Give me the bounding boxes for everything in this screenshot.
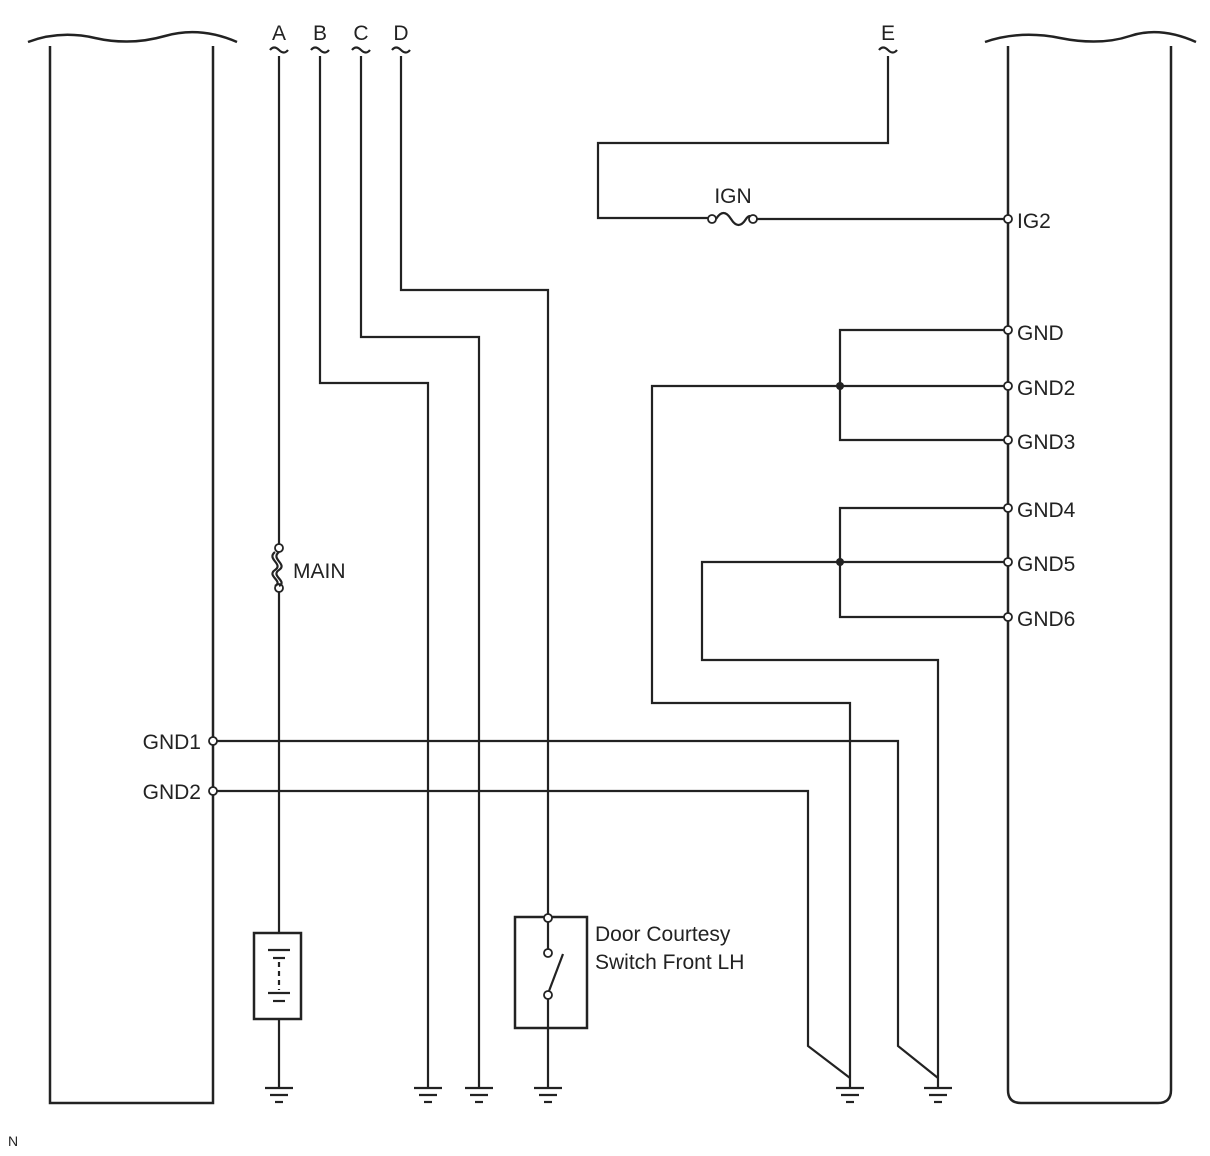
- terminal-ig2: IG2: [1017, 210, 1051, 233]
- ground-icon: [836, 1078, 864, 1104]
- wire-e: [596, 56, 890, 220]
- ground-icon: [414, 1086, 442, 1104]
- terminal-gnd6: GND6: [1017, 608, 1075, 631]
- wire-label-e: E: [881, 22, 895, 45]
- ign-fuse-label: IGN: [714, 185, 751, 208]
- ground-bus-lower: [700, 506, 1004, 1078]
- terminal-gnd3: GND3: [1017, 431, 1075, 454]
- wire-break-symbols: [269, 46, 898, 54]
- wire-c: [359, 56, 481, 1088]
- switch-label-line1: Door Courtesy: [595, 923, 731, 946]
- ground-icon: [534, 1086, 562, 1104]
- main-fuse: [271, 543, 284, 593]
- terminal-gnd2-right: GND2: [1017, 377, 1075, 400]
- wire-label-b: B: [313, 22, 327, 45]
- ground-bus-upper: [650, 328, 1004, 1078]
- ground-icon: [465, 1086, 493, 1104]
- main-fuse-label: MAIN: [293, 560, 346, 583]
- wire-label-c: C: [353, 22, 368, 45]
- ground-icon: [924, 1078, 952, 1104]
- door-courtesy-switch: [513, 913, 589, 1088]
- left-module: [27, 30, 238, 1105]
- right-terminals: [1003, 214, 1013, 622]
- terminal-gnd4: GND4: [1017, 499, 1076, 522]
- battery: [252, 931, 303, 1021]
- terminal-gnd: GND: [1017, 322, 1064, 345]
- ign-fuse: [707, 211, 758, 227]
- corner-mark: N: [8, 1133, 18, 1149]
- terminal-gnd5: GND5: [1017, 553, 1075, 576]
- terminal-gnd2-left: GND2: [143, 781, 201, 804]
- terminal-gnd1-left: GND1: [143, 731, 201, 754]
- right-module: [984, 30, 1197, 1105]
- switch-label-line2: Switch Front LH: [595, 951, 744, 974]
- wire-label-d: D: [393, 22, 408, 45]
- wire-label-a: A: [272, 22, 286, 45]
- wire-d: [399, 56, 550, 914]
- ground-icon: [265, 1086, 293, 1104]
- wire-b: [318, 56, 430, 1088]
- left-ground-wires: [208, 736, 939, 1079]
- ground-symbols: [265, 1078, 952, 1104]
